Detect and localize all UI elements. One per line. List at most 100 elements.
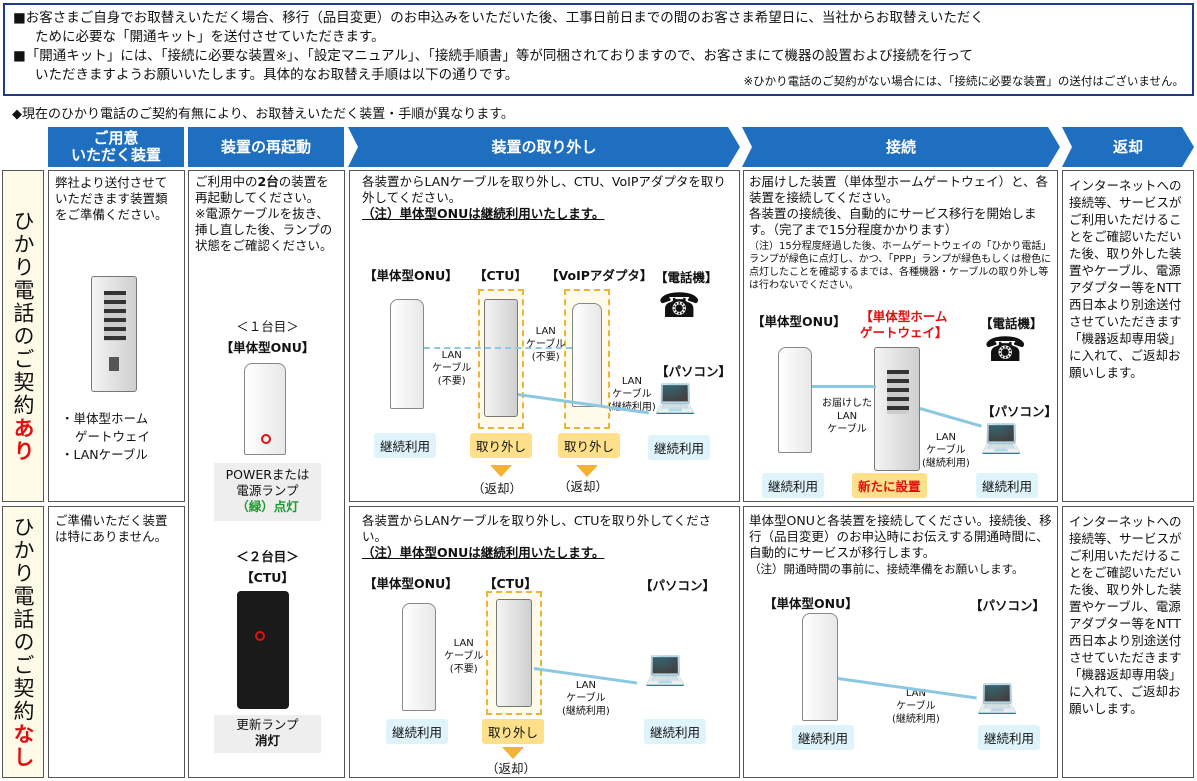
- connect-with-cell: お届けした装置（単体型ホームゲートウェイ）と、各装置を接続してください。 各装置…: [743, 170, 1058, 502]
- prepare-with-cell: 弊社より送付させていただきます装置類をご準備ください。 ・単体型ホーム ゲートウ…: [48, 170, 185, 502]
- connect-with-new-badge: 新たに設置: [852, 473, 927, 498]
- row-label-with-text: ひかり電話のご契約: [11, 209, 35, 417]
- prepare-item-2: ・LANケーブル: [61, 447, 148, 462]
- notice-line-2: ■「開通キット」には、「接続に必要な装置※」、「設定マニュアル」、「接続手順書」…: [13, 48, 973, 64]
- remove-without-ctu-badge: 取り外し: [482, 719, 545, 744]
- lan-label-1: LAN ケーブル (不要): [432, 350, 472, 387]
- lan-cable-solid: [812, 385, 876, 388]
- restart-second-device: 【CTU】: [241, 570, 294, 585]
- remove-with-phone-label: 【電話機】: [655, 270, 718, 285]
- remove-without-onu-label: 【単体型ONU】: [364, 576, 458, 591]
- restart-first-lamp-1: POWERまたは: [225, 467, 310, 482]
- restart-cell: ご利用中の2台の装置を再起動してください。 ※電源ケーブルを抜き、挿し直した後、…: [188, 170, 345, 778]
- remove-without-text-1: 各装置からLANケーブルを取り外し、CTUを取り外してください。: [362, 513, 712, 544]
- notice-box: ■お客さまご自身でお取替えいただく場合、移行（品目変更）のお申込みをいただいた後…: [3, 3, 1194, 96]
- connect-with-hgw-label: 【単体型ホーム ゲートウェイ】: [860, 309, 948, 340]
- prepare-with-text: 弊社より送付させていただきます装置類をご準備ください。: [55, 175, 168, 222]
- header-prepare: ご用意 いただく装置: [48, 127, 184, 167]
- lan-label-2: LAN ケーブル (不要): [526, 326, 566, 363]
- intro-text: ◆現在のひかり電話のご契約有無により、お取替えいただく装置・手順が異なります。: [12, 107, 514, 122]
- notice-line-1b: ために必要な「開通キット」を送付させていただきます。: [35, 29, 385, 45]
- connect-with-pc-label: 【パソコン】: [982, 404, 1058, 419]
- connect-without-onu-label: 【単体型ONU】: [764, 596, 858, 611]
- row-label-with-accent: あり: [11, 416, 35, 463]
- lan-label-2: LAN ケーブル (継続利用): [562, 680, 610, 717]
- notice-line-2b: いただきますようお願いいたします。具体的なお取替え手順は以下の通りです。: [35, 67, 519, 83]
- remove-with-keep-badge: 継続利用: [374, 433, 437, 458]
- connect-with-onu-label: 【単体型ONU】: [752, 314, 846, 329]
- arrow-down-icon: [502, 747, 524, 759]
- connect-with-keep2-badge: 継続利用: [976, 473, 1039, 498]
- return-note-1: （返却）: [472, 481, 523, 496]
- restart-first-lamp: POWERまたは 電源ランプ （緑）点灯: [214, 463, 321, 521]
- remove-without-cell: 各装置からLANケーブルを取り外し、CTUを取り外してください。 （注）単体型O…: [349, 506, 740, 778]
- remove-without-text-2: （注）単体型ONUは継続利用いたします。: [362, 545, 605, 560]
- pc-icon: 💻: [644, 648, 687, 688]
- onu-icon: [778, 347, 812, 453]
- remove-with-keep2-badge: 継続利用: [648, 435, 711, 460]
- voip-adapter-icon: [572, 303, 602, 407]
- home-gateway-icon: [874, 347, 920, 471]
- prepare-item-1b: ゲートウェイ: [75, 429, 151, 444]
- pc-icon: 💻: [980, 416, 1023, 456]
- restart-text-2: ※電源ケーブルを抜き、挿し直した後、ランプの状態をご確認ください。: [195, 206, 333, 253]
- home-gateway-device-icon: [91, 276, 137, 392]
- lan-label-2: LAN ケーブル (継続利用): [922, 432, 970, 469]
- header-restart: 装置の再起動: [188, 127, 344, 167]
- lan-cable-solid: [919, 407, 982, 428]
- row-label-without-accent: なし: [11, 722, 35, 769]
- restart-first-label: ＜１台目＞: [236, 319, 299, 334]
- remove-with-cell: 各装置からLANケーブルを取り外し、CTU、VoIPアダプタを取り外してください…: [349, 170, 740, 502]
- connect-without-cell: 単体型ONUと各装置を接続してください。接続後、移行（品目変更）のお申込時にお伝…: [743, 506, 1058, 778]
- row-label-with: ひかり電話のご契約あり: [2, 170, 44, 502]
- ctu-icon: [484, 299, 518, 417]
- connect-without-keep2-badge: 継続利用: [978, 725, 1041, 750]
- restart-text-1: ご利用中の2台の装置を再起動してください。: [195, 174, 338, 206]
- remove-with-ctu-badge: 取り外し: [470, 433, 533, 458]
- pc-icon: 💻: [976, 676, 1019, 716]
- onu-icon: [802, 613, 838, 721]
- remove-without-ctu-label: 【CTU】: [484, 576, 537, 591]
- remove-with-ctu-label: 【CTU】: [474, 268, 527, 283]
- remove-with-voip-badge: 取り外し: [558, 433, 621, 458]
- arrow-down-icon: [490, 465, 512, 477]
- remove-without-keep2-badge: 継続利用: [644, 719, 707, 744]
- restart-text-1c: の装置を再起動してください。: [195, 174, 329, 205]
- connect-with-keep-badge: 継続利用: [762, 473, 825, 498]
- return-note-2: （返却）: [558, 479, 609, 494]
- restart-second-lamp-2: 消灯: [254, 733, 280, 748]
- arrow-down-icon: [576, 465, 598, 477]
- restart-text-1b: 2台: [257, 174, 279, 189]
- header-remove: 装置の取り外し: [348, 127, 740, 167]
- onu-icon: [390, 299, 424, 409]
- row-label-without-text: ひかり電話のご契約: [11, 515, 35, 723]
- prepare-without-text: ご準備いただく装置は特にありません。: [55, 513, 168, 544]
- notice-line-1: ■お客さまご自身でお取替えいただく場合、移行（品目変更）のお申込みをいただいた後…: [13, 10, 984, 26]
- ctu-icon: [496, 599, 532, 707]
- restart-first-lamp-2: 電源ランプ: [236, 483, 299, 498]
- phone-icon: ☎: [658, 286, 701, 326]
- restart-text-1a: ご利用中の: [195, 174, 258, 189]
- remove-with-pc-label: 【パソコン】: [656, 364, 732, 379]
- return-note: （返却）: [486, 761, 537, 776]
- onu-device-icon: [244, 363, 286, 455]
- restart-first-device: 【単体型ONU】: [220, 340, 315, 355]
- connect-without-note: （注）開通時間の事前に、接続準備をお願いします。: [749, 562, 1024, 576]
- remove-without-keep-badge: 継続利用: [386, 719, 449, 744]
- remove-with-text-1: 各装置からLANケーブルを取り外し、CTU、VoIPアダプタを取り外してください…: [362, 174, 726, 205]
- return-without-cell: インターネットへの接続等、サービスがご利用いただけることをご確認いただいた後、取…: [1062, 506, 1194, 778]
- lan-cable-dashed: [424, 347, 572, 349]
- notice-footnote: ※ひかり電話のご契約がない場合には、「接続に必要な装置」の送付はございません。: [743, 74, 1184, 88]
- remove-with-voip-label: 【VoIPアダプタ】: [546, 268, 653, 283]
- onu-icon: [402, 603, 436, 711]
- restart-second-lamp-1: 更新ランプ: [236, 717, 299, 732]
- return-with-cell: インターネットへの接続等、サービスがご利用いただけることをご確認いただいた後、取…: [1062, 170, 1194, 502]
- lan-label-1: LAN ケーブル (不要): [444, 638, 484, 675]
- restart-second-label: ＜２台目＞: [236, 549, 299, 564]
- connect-with-text-2: 各装置の接続後、自動的にサービス移行を開始します。（完了まで15分程度かかります…: [749, 206, 1037, 237]
- header-return: 返却: [1062, 127, 1194, 167]
- row-label-without: ひかり電話のご契約なし: [2, 506, 44, 778]
- connect-without-pc-label: 【パソコン】: [970, 598, 1046, 613]
- remove-without-pc-label: 【パソコン】: [640, 578, 716, 593]
- prepare-without-cell: ご準備いただく装置は特にありません。: [48, 506, 185, 778]
